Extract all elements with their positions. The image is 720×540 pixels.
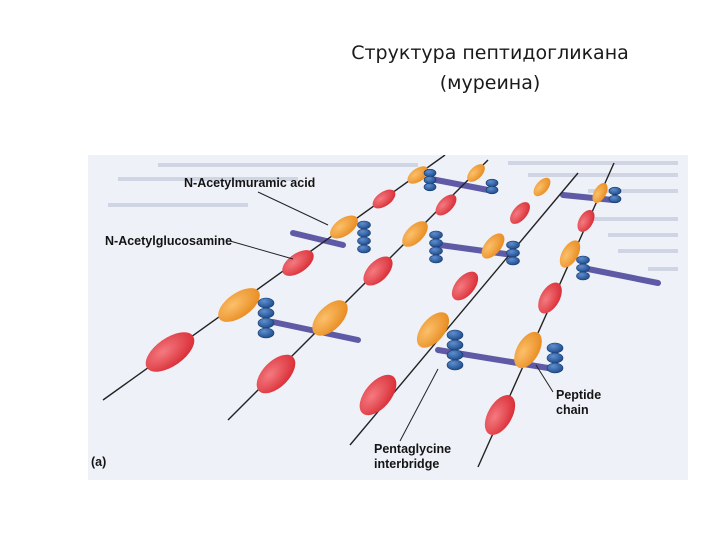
nam-sugar [407, 166, 429, 184]
strand-4-sugars [484, 183, 608, 435]
leader-lines [229, 191, 554, 442]
nag-sugar [484, 395, 516, 435]
nam-sugar [330, 215, 358, 239]
nam-sugar [559, 240, 581, 268]
label-peptide-chain-line2: chain [556, 403, 589, 417]
peptide-chain-e [506, 240, 520, 266]
nag-sugar [577, 210, 595, 232]
strand-3-sugars [359, 177, 551, 416]
peptide-chain-c [446, 329, 464, 371]
label-pentaglycine-line2: interbridge [374, 457, 439, 471]
nam-sugar [481, 233, 505, 259]
peptide-chain-b [357, 220, 371, 254]
nag-sugar [282, 250, 314, 276]
nam-sugar [514, 331, 542, 369]
peptide-chain-f [546, 342, 564, 374]
strand-2-sugars [256, 164, 485, 394]
interbridge-g [580, 265, 661, 286]
nam-sugar [533, 177, 551, 197]
leader-nam [257, 191, 329, 226]
interbridge-e [428, 176, 491, 193]
label-pentaglycine-line1: Pentaglycine [374, 442, 451, 456]
leader-peptide [535, 364, 554, 393]
page-title: Структура пептидогликана (муреина) [300, 38, 680, 98]
label-n-acetylmuramic-acid: N-Acetylmuramic acid [184, 176, 315, 190]
peptide-chains [257, 168, 622, 374]
label-n-acetylglucosamine: N-Acetylglucosamine [105, 234, 232, 248]
nag-sugar [538, 282, 562, 314]
title-line-1: Структура пептидогликана [351, 42, 629, 64]
nam-sugar [218, 288, 260, 322]
peptide-chain-d [429, 230, 443, 264]
leader-bridge [399, 368, 439, 442]
nag-sugar [435, 194, 457, 216]
nag-sugar [363, 256, 393, 286]
label-peptide-chain-line1: Peptide [556, 388, 601, 402]
nam-sugar [312, 300, 348, 336]
faded-background-text [108, 161, 678, 271]
nag-sugar [359, 374, 397, 416]
nag-sugar [145, 332, 195, 372]
nam-sugar [402, 221, 428, 247]
peptide-chain-j [608, 186, 622, 204]
interbridge-d [430, 241, 516, 258]
nag-sugar [451, 271, 479, 301]
leader-nag [229, 240, 294, 260]
figure-background [88, 155, 688, 480]
nag-sugar [256, 354, 296, 394]
title-line-2: (муреина) [439, 72, 541, 94]
peptidoglycan-diagram: N-Acetylmuramic acid N-Acetylglucosamine… [88, 155, 688, 480]
nag-sugar [372, 189, 396, 209]
interbridge-f [560, 192, 616, 203]
nag-sugar [510, 202, 530, 224]
panel-label: (a) [91, 455, 106, 469]
strand-1-sugars [145, 166, 429, 372]
peptide-chain-i [576, 255, 590, 281]
peptide-chain-h [485, 178, 499, 195]
peptidoglycan-figure: N-Acetylmuramic acid N-Acetylglucosamine… [88, 155, 688, 480]
peptide-chain-g [423, 168, 437, 192]
peptide-chain-a [257, 297, 275, 339]
nam-sugar [416, 312, 450, 348]
interbridge-b [290, 230, 346, 248]
nam-sugar [592, 183, 608, 203]
nam-sugar [467, 164, 485, 182]
